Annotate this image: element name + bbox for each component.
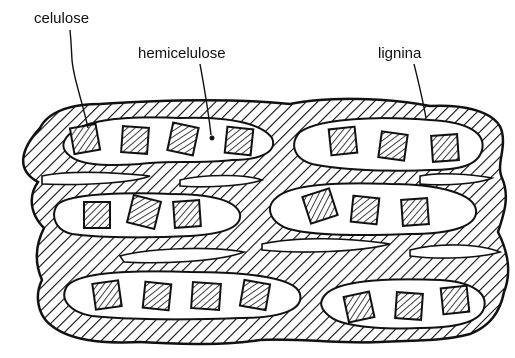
label-celulose: celulose <box>34 10 89 27</box>
cellulose-square <box>441 286 470 315</box>
cellulose-square <box>167 123 198 156</box>
cellulose-square <box>191 282 221 310</box>
cellulose-square <box>121 126 149 154</box>
cellulose-square <box>240 280 270 310</box>
cellulose-square <box>401 198 429 226</box>
cellulose-square <box>127 195 161 229</box>
cellulose-square <box>344 292 375 323</box>
cellulose-square <box>395 292 423 320</box>
label-lignina: lignina <box>378 45 422 62</box>
cellulose-square <box>225 127 254 156</box>
label-hemicelulose: hemicelulose <box>138 45 226 62</box>
cellulose-square <box>92 280 121 309</box>
cellulose-square <box>378 131 407 160</box>
cellulose-square <box>70 124 100 154</box>
cellulose-square <box>173 200 201 228</box>
cellulose-square <box>351 196 380 225</box>
cellulose-square <box>431 134 459 162</box>
cellulose-square <box>329 127 358 156</box>
cellulose-square <box>143 282 172 311</box>
hemicellulose-dot <box>210 136 215 141</box>
cellulose-square <box>84 202 110 228</box>
